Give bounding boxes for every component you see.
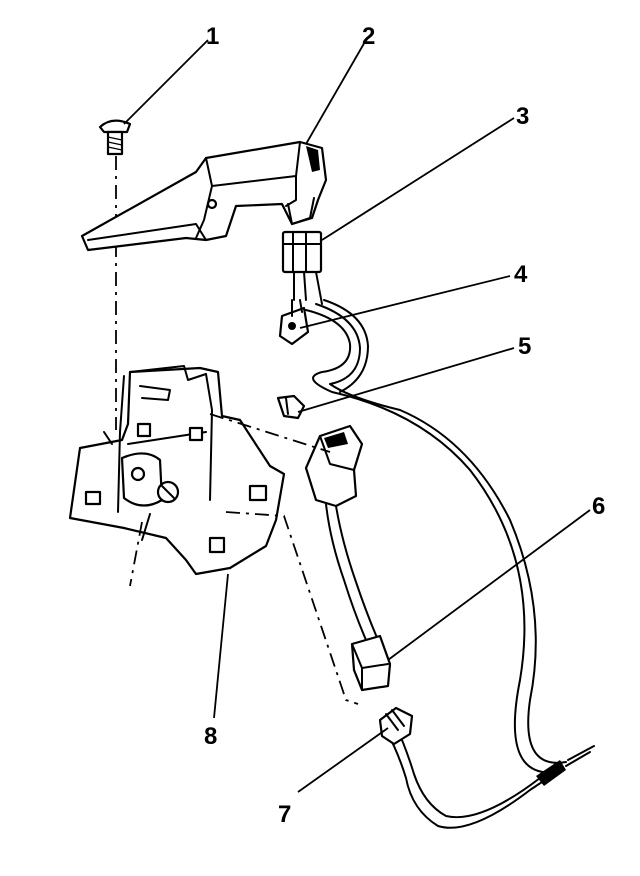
leader-2 bbox=[305, 39, 367, 145]
callout-6: 6 bbox=[592, 493, 605, 520]
callout-2: 2 bbox=[362, 23, 375, 50]
leader-7 bbox=[297, 727, 389, 793]
latch-switch-part bbox=[304, 424, 379, 641]
callout-7: 7 bbox=[278, 801, 291, 828]
leader-3 bbox=[321, 117, 515, 241]
screw-part bbox=[98, 119, 132, 156]
callout-4: 4 bbox=[514, 261, 528, 288]
assembly-line-bottom bbox=[225, 511, 359, 705]
latch-cover-part bbox=[80, 140, 328, 252]
assembly-line-8 bbox=[129, 521, 143, 587]
assembly-line-plate-switch bbox=[209, 413, 331, 453]
callout-5: 5 bbox=[518, 333, 531, 360]
callout-labels: 1 2 3 4 5 6 7 8 bbox=[204, 23, 605, 828]
connector-part-3 bbox=[281, 230, 323, 305]
wire-harness bbox=[305, 299, 595, 829]
leader-4 bbox=[299, 275, 511, 329]
leader-lines bbox=[123, 39, 591, 793]
socket-part-4 bbox=[278, 299, 310, 346]
latch-plate-part bbox=[68, 365, 286, 576]
callout-8: 8 bbox=[204, 723, 217, 750]
leader-5 bbox=[297, 347, 515, 413]
leader-6 bbox=[387, 509, 591, 661]
clip-part-5 bbox=[276, 394, 306, 420]
callout-3: 3 bbox=[516, 103, 529, 130]
leader-8 bbox=[213, 573, 229, 719]
connector-part-6 bbox=[350, 634, 392, 692]
leader-1 bbox=[123, 39, 209, 125]
plug-part-7 bbox=[378, 706, 414, 746]
callout-1: 1 bbox=[206, 23, 219, 50]
